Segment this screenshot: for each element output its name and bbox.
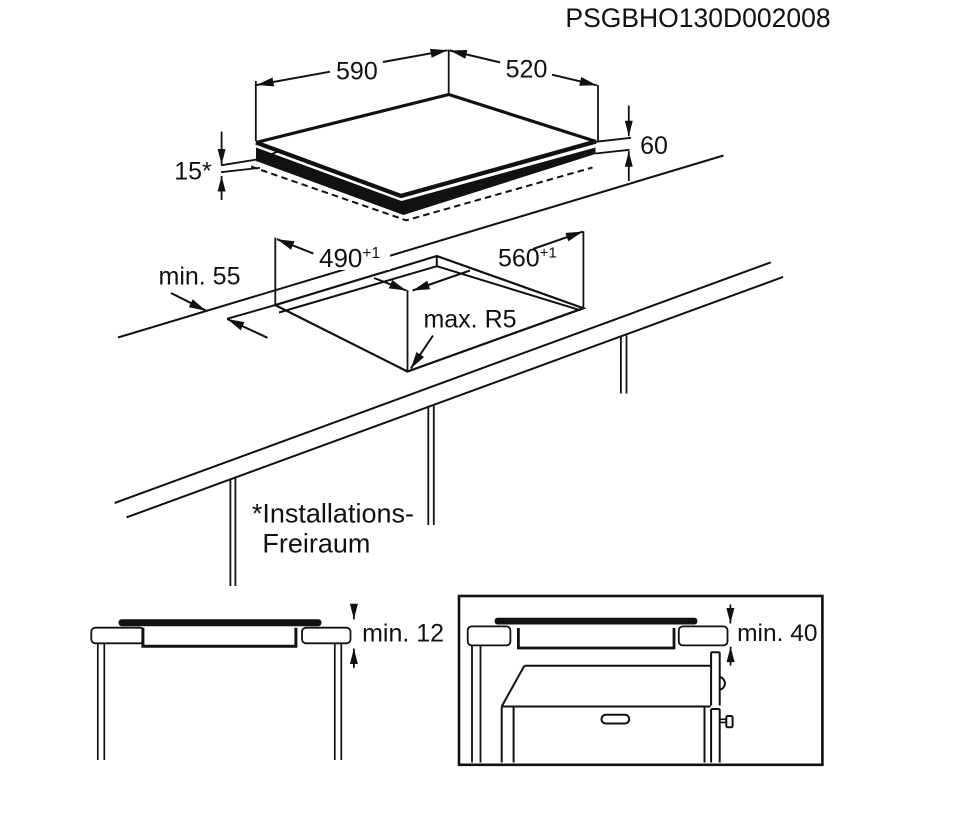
svg-text:520: 520: [506, 56, 548, 84]
svg-text:PSGBHO130D002008: PSGBHO130D002008: [565, 3, 830, 33]
svg-text:15*: 15*: [174, 158, 212, 186]
svg-text:max. R5: max. R5: [423, 306, 516, 334]
svg-text:Freiraum: Freiraum: [262, 529, 370, 559]
svg-text:60: 60: [640, 132, 668, 160]
svg-text:590: 590: [336, 58, 378, 86]
svg-text:min. 55: min. 55: [159, 263, 241, 291]
svg-text:min. 12: min. 12: [362, 620, 444, 648]
svg-text:min. 40: min. 40: [737, 620, 817, 647]
svg-text:*Installations-: *Installations-: [252, 499, 414, 529]
